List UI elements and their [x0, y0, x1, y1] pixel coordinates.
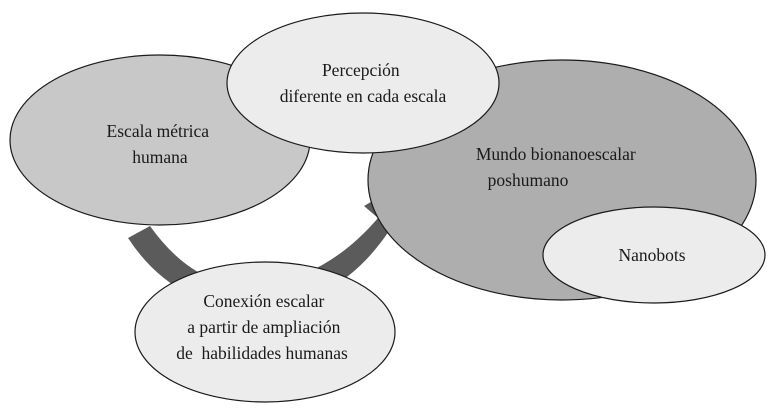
percepcion-line-1: Percepción [322, 60, 400, 80]
conexion-label: Conexión escalar a partir de ampliación … [176, 291, 348, 363]
nanobots-label: Nanobots [618, 245, 685, 265]
nanobots-node [542, 206, 766, 304]
mundo-poshumano-line-1: Mundo bionanoescalar [476, 144, 636, 164]
conexion-line-1: Conexión escalar [203, 291, 324, 311]
conexion-line-3: de habilidades humanas [176, 343, 348, 363]
escala-humana-line-2: humana [132, 147, 188, 167]
mundo-poshumano-line-2: poshumano [488, 170, 569, 190]
conexion-line-2: a partir de ampliación [187, 317, 340, 337]
escala-humana-label: Escala métrica humana [107, 121, 214, 167]
escala-humana-line-1: Escala métrica [107, 121, 210, 141]
percepcion-line-2: diferente en cada escala [280, 86, 447, 106]
conexion-node [134, 261, 396, 403]
percepcion-node [226, 12, 500, 154]
percepcion-label: Percepción diferente en cada escala [280, 60, 447, 106]
mundo-poshumano-label: Mundo bionanoescalar poshumano [476, 144, 640, 190]
nanobots-line-1: Nanobots [618, 245, 685, 265]
